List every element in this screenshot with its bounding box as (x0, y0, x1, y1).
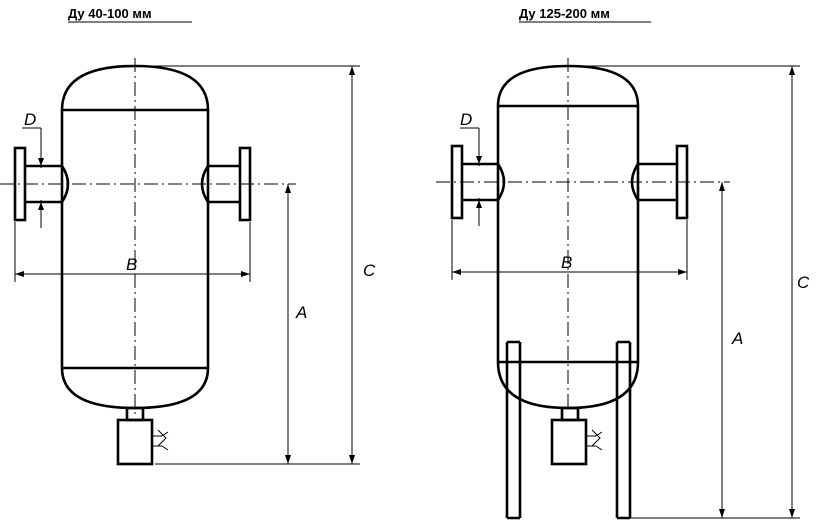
left-dim-d-label: D (24, 110, 36, 129)
right-dim-c-arrow-bottom (789, 509, 795, 518)
left-dim-c-lines (140, 65, 360, 465)
left-drawing: Ду 40-100 мм D B (0, 6, 376, 466)
right-dim-c-arrow-top (789, 66, 795, 75)
left-valve-handle-icon (152, 429, 169, 451)
right-drawing: Ду 125-200 мм D B (436, 6, 810, 520)
left-dim-c-label: C (363, 261, 376, 280)
right-dim-b-arrow-right (678, 269, 687, 275)
left-dim-d-arrow-bottom (38, 202, 44, 210)
left-dim-c-arrow-top (349, 66, 355, 75)
left-dim-d-arrow-top (38, 158, 44, 166)
left-dim-b-label: B (126, 255, 137, 274)
right-dim-c-label: C (797, 273, 810, 292)
right-dim-d-arrow-top (476, 156, 482, 164)
right-dim-b-label: B (561, 253, 572, 272)
left-dim-d-lines (34, 128, 60, 228)
right-support-leg-right (615, 340, 632, 520)
right-title: Ду 125-200 мм (519, 6, 610, 21)
right-dim-d-lines (472, 128, 496, 226)
right-dim-b-arrow-left (452, 269, 461, 275)
right-outlet-pipe (638, 162, 677, 202)
right-support-leg-left (505, 340, 522, 520)
right-dim-a-arrow-bottom (719, 509, 725, 518)
left-drain-trap (116, 418, 154, 466)
right-dim-d-arrow-bottom (476, 200, 482, 208)
right-dim-c-lines (572, 65, 800, 519)
left-dim-c-arrow-bottom (349, 455, 355, 464)
right-dim-a-lines (630, 182, 730, 519)
left-dim-b-arrow-left (15, 271, 24, 277)
left-title: Ду 40-100 мм (68, 6, 152, 21)
right-dim-a-label: A (731, 329, 743, 348)
right-dim-a-arrow-top (719, 182, 725, 191)
left-dim-a-arrow-bottom (285, 455, 291, 464)
right-valve-handle-icon (586, 429, 603, 451)
right-dim-d-label: D (460, 110, 472, 129)
left-dim-b-lines (14, 222, 251, 282)
left-outlet-pipe (208, 164, 240, 204)
left-dim-b-arrow-right (241, 271, 250, 277)
right-drain-trap (550, 418, 588, 466)
right-dim-b-lines (451, 220, 688, 280)
left-dim-a-label: A (295, 303, 307, 322)
right-drain-pipe (560, 406, 580, 422)
left-dim-a-lines (155, 184, 296, 465)
left-dim-a-arrow-top (285, 184, 291, 193)
